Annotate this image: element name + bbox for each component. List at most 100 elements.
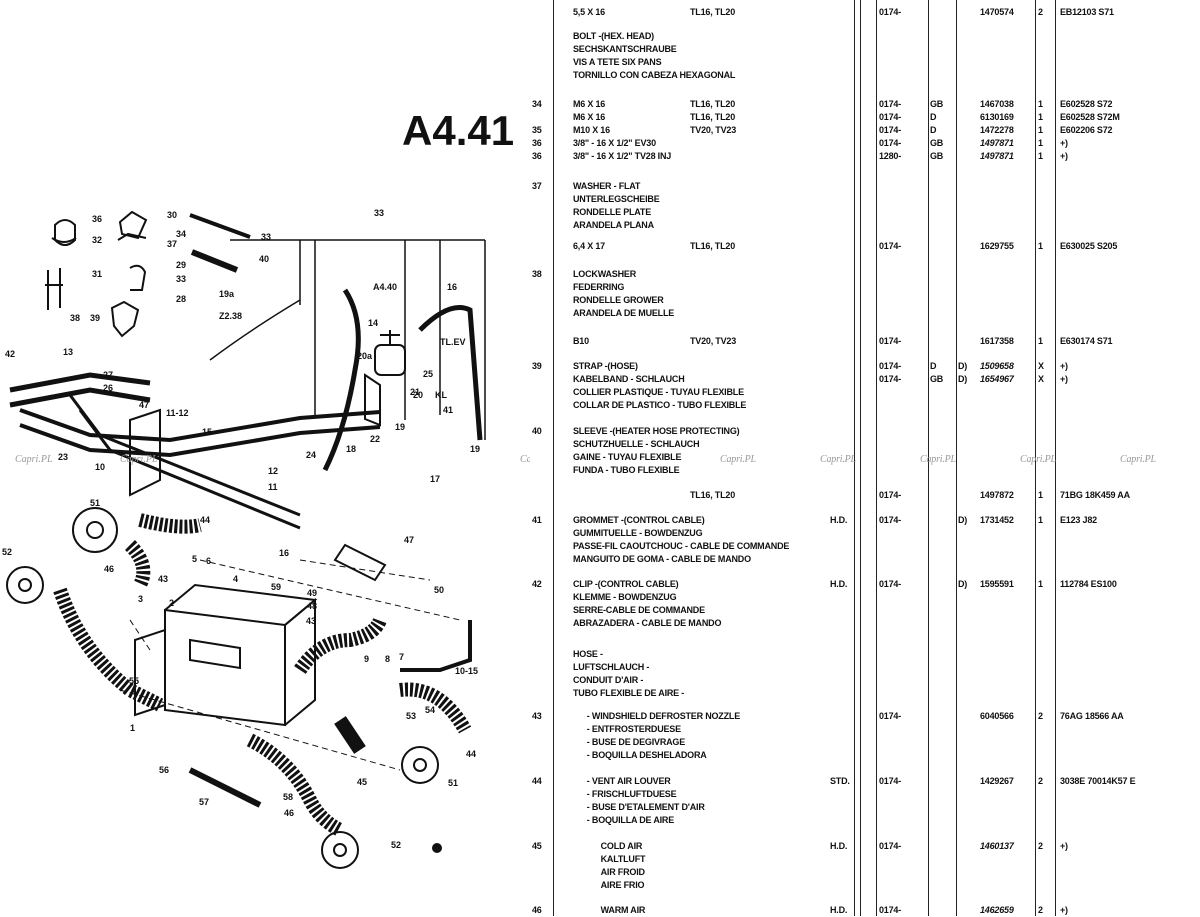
callout-number: 18 — [346, 444, 356, 454]
cell-flag: D) — [958, 361, 968, 371]
cell-note: EB12103 S71 — [1060, 7, 1114, 17]
cell-part: 6040566 — [980, 711, 1014, 721]
callout-number: 44 — [466, 749, 476, 759]
callout-number: 1 — [130, 723, 135, 733]
callout-number: 3 — [138, 594, 143, 604]
callout-number: 46 — [104, 564, 114, 574]
callout-number: 20 — [413, 390, 423, 400]
cell-qty: 1 — [1038, 151, 1043, 161]
cell-ref: 37 — [532, 181, 542, 191]
callout-number: 7 — [399, 652, 404, 662]
cell-cond: STD. — [830, 776, 850, 786]
cell-desc: FUNDA - TUBO FLEXIBLE — [573, 465, 680, 475]
cell-desc: LOCKWASHER — [573, 269, 636, 279]
cell-note: +) — [1060, 361, 1068, 371]
cell-desc: RONDELLE GROWER — [573, 295, 664, 305]
callout-number: 43 — [306, 616, 316, 626]
callout-number: 36 — [92, 214, 102, 224]
callout-number: 25 — [423, 369, 433, 379]
cell-qty: 1 — [1038, 579, 1043, 589]
cell-part: 1467038 — [980, 99, 1014, 109]
cell-note: E602528 S72 — [1060, 99, 1113, 109]
watermark: Capri.PL — [720, 454, 756, 465]
cell-code: GB — [930, 151, 944, 161]
cell-qty: 1 — [1038, 112, 1043, 122]
cell-desc: - BOQUILLA DESHELADORA — [573, 750, 707, 760]
callout-number: 20a — [357, 351, 373, 361]
callout-number: 6 — [206, 556, 211, 566]
cell-desc: - BUSE DE DEGIVRAGE — [573, 737, 686, 747]
cell-qty: 2 — [1038, 711, 1043, 721]
plate-number: A4.41 — [402, 107, 514, 154]
cell-model: TL16, TL20 — [690, 7, 736, 17]
cell-part: 6130169 — [980, 112, 1014, 122]
callout-number: 45 — [357, 777, 367, 787]
cell-qty: X — [1038, 361, 1044, 371]
callout-number: 30 — [167, 210, 177, 220]
cell-desc: TORNILLO CON CABEZA HEXAGONAL — [573, 70, 736, 80]
cell-year: 0174- — [879, 241, 902, 251]
cell-year: 1280- — [879, 151, 902, 161]
cell-note: 112784 ES100 — [1060, 579, 1117, 589]
cell-note: +) — [1060, 905, 1068, 915]
cell-note: E123 J82 — [1060, 515, 1097, 525]
cell-year: 0174- — [879, 515, 902, 525]
cell-desc: KABELBAND - SCHLAUCH — [573, 374, 685, 384]
cell-desc: CONDUIT D'AIR - — [573, 675, 644, 685]
cell-note: +) — [1060, 151, 1068, 161]
cell-code: D — [930, 361, 937, 371]
column-divider — [860, 0, 861, 916]
cell-desc: 3/8" - 16 X 1/2" EV30 — [573, 138, 656, 148]
cell-part: 1462659 — [980, 905, 1014, 915]
callout-number: 33 — [261, 232, 271, 242]
cell-ref: 36 — [532, 151, 542, 161]
cell-part: 1731452 — [980, 515, 1014, 525]
callout-number: 29 — [176, 260, 186, 270]
cell-code: GB — [930, 374, 944, 384]
cell-desc: SERRE-CABLE DE COMMANDE — [573, 605, 705, 615]
callout-number: 9 — [364, 654, 369, 664]
cell-year: 0174- — [879, 99, 902, 109]
cell-ref: 36 — [532, 138, 542, 148]
cell-ref: 40 — [532, 426, 542, 436]
cell-desc: - BOQUILLA DE AIRE — [573, 815, 675, 825]
cell-desc: - ENTFROSTERDUESE — [573, 724, 681, 734]
callout-number: 50 — [434, 585, 444, 595]
cell-desc: ABRAZADERA - CABLE DE MANDO — [573, 618, 722, 628]
callout-number: 19 — [395, 422, 405, 432]
cell-desc: KALTLUFT — [573, 854, 646, 864]
cell-part: 1460137 — [980, 841, 1014, 851]
cell-note: +) — [1060, 138, 1068, 148]
callout-number: 5 — [192, 554, 197, 564]
cell-ref: 46 — [532, 905, 542, 915]
cell-model: TL16, TL20 — [690, 112, 736, 122]
cell-note: E602206 S72 — [1060, 125, 1113, 135]
cell-desc: 6,4 X 17 — [573, 241, 605, 251]
cell-model: TV20, TV23 — [690, 125, 737, 135]
cell-part: 1497872 — [980, 490, 1014, 500]
callout-number: 52 — [391, 840, 401, 850]
callout-number: 51 — [448, 778, 458, 788]
cell-cond: H.D. — [830, 579, 848, 589]
cell-year: 0174- — [879, 776, 902, 786]
cell-qty: 1 — [1038, 515, 1043, 525]
cell-desc: AIRE FRIO — [573, 880, 645, 890]
callout-number: 16 — [279, 548, 289, 558]
cell-desc: TUBO FLEXIBLE DE AIRE - — [573, 688, 685, 698]
callout-number: 23 — [58, 452, 68, 462]
cell-qty: 1 — [1038, 336, 1043, 346]
cell-ref: 35 — [532, 125, 542, 135]
cell-desc: BOLT -(HEX. HEAD) — [573, 31, 654, 41]
watermark: Capri.PL — [1120, 454, 1156, 465]
cell-desc: FEDERRING — [573, 282, 625, 292]
callout-number: 8 — [385, 654, 390, 664]
cell-desc: UNTERLEGSCHEIBE — [573, 194, 660, 204]
callout-number: 54 — [425, 705, 435, 715]
callout-number: 21 — [410, 387, 420, 397]
cell-qty: 1 — [1038, 241, 1043, 251]
callout-number: 47 — [404, 535, 414, 545]
cell-year: 0174- — [879, 905, 902, 915]
cell-desc: M6 X 16 — [573, 112, 606, 122]
cell-desc: B10 — [573, 336, 589, 346]
